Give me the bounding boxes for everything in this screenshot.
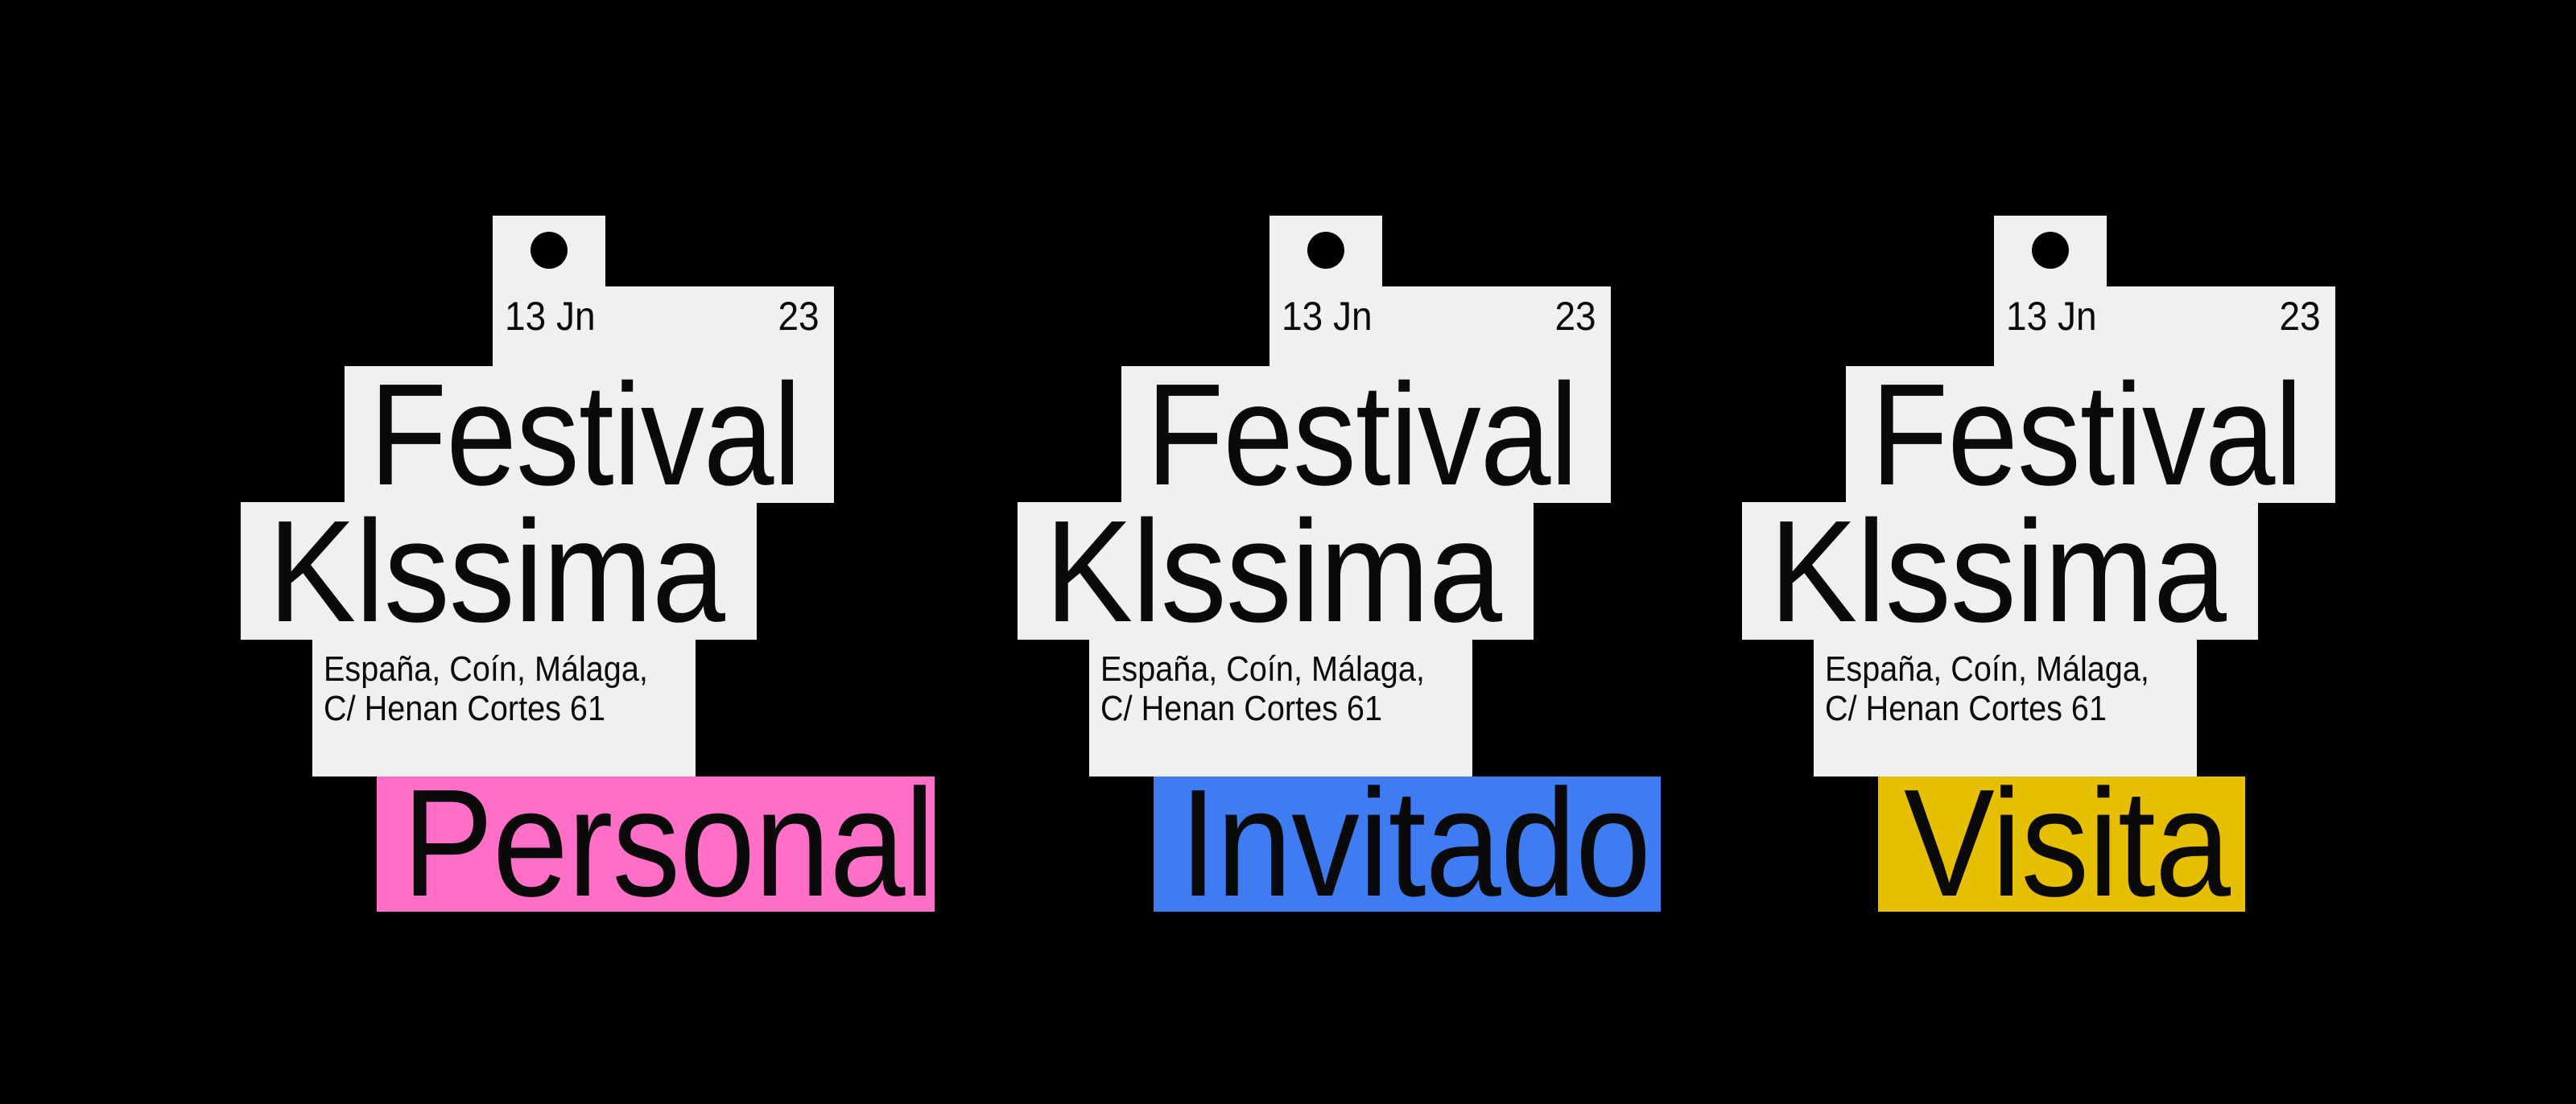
lanyard-hole-icon [2032,232,2069,269]
event-address: España, Coín, Málaga, C/ Henan Cortes 61 [1825,649,2149,728]
lanyard-hole-icon [1307,232,1344,269]
badge-role-label: Invitado [1154,767,1661,920]
lanyard-hole-icon [530,232,568,269]
address-line1: España, Coín, Málaga, [1825,649,2149,689]
event-year: 23 [778,294,819,339]
address-line1: España, Coín, Málaga, [324,649,648,689]
address-line1: España, Coín, Málaga, [1100,649,1425,689]
badge-address-block [312,639,696,777]
festival-title-line1: Festival [1146,354,1579,516]
badge-role-text: Personal [402,758,935,929]
badge-role-label: Visita [1878,767,2245,920]
event-address: España, Coín, Málaga, C/ Henan Cortes 61 [324,649,648,728]
festival-title-line2: Klssima [268,491,725,653]
event-date: 13 Jn [2006,294,2097,339]
badge-title-block [1846,366,2335,503]
event-year: 23 [2279,294,2321,339]
badge-subtitle-block [1742,502,2258,640]
festival-title-line1: Festival [1871,354,2303,516]
badge-address-block [1089,639,1472,777]
badge-date-block [493,286,834,367]
badge-personal: 13 Jn 23 Festival Klssima España, Coín, … [241,216,965,924]
address-line2: C/ Henan Cortes 61 [1825,689,2107,728]
badge-date-block [1994,286,2335,367]
badge-invitado: 13 Jn 23 Festival Klssima España, Coín, … [1018,216,1742,924]
event-year: 23 [1554,294,1596,339]
festival-title-line1: Festival [369,354,802,516]
badge-role-label: Personal [377,767,935,920]
badge-subtitle-block [1018,502,1534,640]
badge-visita: 13 Jn 23 Festival Klssima España, Coín, … [1742,216,2467,924]
badge-date-block [1269,286,1611,367]
badge-role-text: Visita [1904,758,2231,929]
event-date: 13 Jn [505,294,596,339]
event-address: España, Coín, Málaga, C/ Henan Cortes 61 [1100,649,1425,728]
badge-subtitle-block [241,502,757,640]
festival-title-line2: Klssima [1045,491,1502,653]
address-line2: C/ Henan Cortes 61 [1100,689,1382,728]
badge-title-block [345,366,834,503]
badge-role-text: Invitado [1179,758,1651,929]
badge-address-block [1814,639,2197,777]
festival-title-line2: Klssima [1769,491,2227,653]
address-line2: C/ Henan Cortes 61 [324,689,605,728]
event-date: 13 Jn [1282,294,1373,339]
badge-title-block [1121,366,1611,503]
